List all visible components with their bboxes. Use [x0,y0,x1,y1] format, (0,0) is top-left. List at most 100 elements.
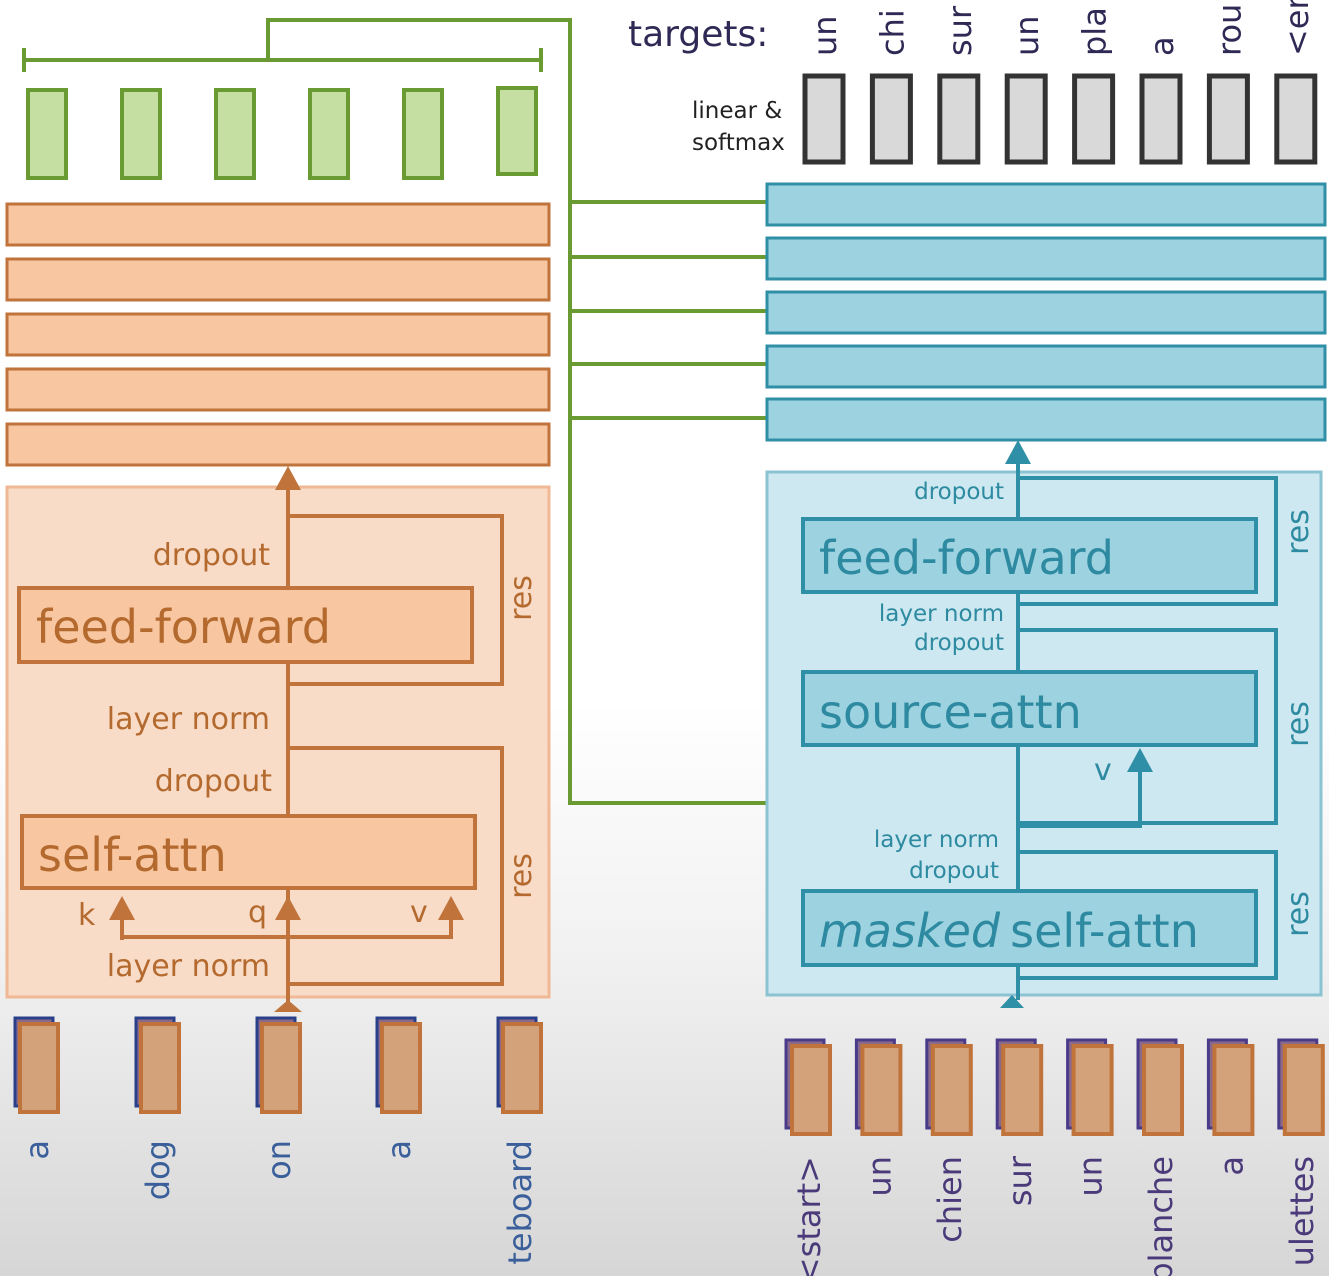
token-embedding [380,1022,422,1114]
decoder-stack-layer [765,290,1327,335]
token-embedding [860,1044,903,1136]
decoder-layer-norm-1: layer norm [879,601,1004,627]
encoder-self-attn-label: self-attn [38,828,227,882]
output-prob-box [1139,73,1183,165]
decoder-res-2: res [1281,701,1316,747]
encoder-self-attn-box [20,814,477,890]
decoder-res-1: res [1281,509,1316,555]
target-token: un [806,15,844,56]
encoder-dropout-top: dropout [153,538,270,573]
encoder-input-token: on [260,1140,298,1180]
output-prob-box [1206,73,1250,165]
output-probabilities [802,73,1318,165]
decoder-stack-layer [765,344,1327,389]
target-token: un [1008,15,1046,56]
encoder-input-token: dog [139,1140,177,1200]
encoder-res-bottom: res [504,853,539,899]
memory-wiring [22,18,1000,805]
memory-vector [120,88,162,180]
target-token: sur [941,5,979,56]
output-prob-box [1274,73,1318,165]
output-prob-box [869,73,913,165]
decoder-input-token: ulettes [1283,1156,1321,1266]
encoder-input-token: teboard [501,1140,539,1265]
linear-softmax-label-2: softmax [692,130,785,156]
encoder-stack-layer [5,422,551,467]
encoder-q-label: q [248,895,267,930]
encoder-layer-norm-bottom: layer norm [107,949,270,984]
decoder-dropout-1: dropout [914,630,1004,656]
encoder-input-tokens: a dog on a teboard [13,1016,543,1265]
memory-vector [496,86,538,176]
encoder-v-label: v [410,895,428,930]
output-prob-box [802,73,846,165]
targets-label: targets: [628,14,768,55]
decoder-dropout-2: dropout [909,858,999,884]
decoder-input-token: sur [1001,1155,1039,1206]
token-embedding [790,1044,832,1136]
decoder-stack-layer [765,236,1327,281]
target-token: rou [1210,4,1248,56]
decoder-input-token: planche [1142,1156,1180,1276]
token-embedding [1071,1044,1114,1136]
encoder-feed-forward-label: feed-forward [36,600,331,654]
memory-vector [308,88,350,180]
decoder-res-3: res [1281,891,1316,937]
token-embedding [1212,1044,1255,1136]
target-token: chi [873,9,911,56]
token-embedding [1282,1044,1325,1136]
encoder-arrowheads [109,466,464,1012]
decoder-input-token: a [1212,1156,1250,1176]
token-embedding [139,1022,181,1114]
encoder-dropout-mid: dropout [155,764,272,799]
decoder-dropout-top: dropout [914,479,1004,505]
decoder-source-attn-label: source-attn [819,685,1082,739]
encoder-stack-layer [5,312,551,357]
decoder-layer-norm-2: layer norm [874,827,999,853]
decoder-feed-forward-box [801,517,1258,594]
target-token: a [1143,36,1181,56]
decoder-masked-self-attn-box [801,889,1258,967]
encoder-input-token: a [18,1140,56,1160]
decoder-stack-layer [765,397,1327,442]
memory-vector [402,88,444,180]
decoder-wiring [1016,462,1278,1000]
decoder-source-attn-box [801,670,1258,747]
encoder-block: feed-forward self-attn dropout layer nor… [5,202,551,1012]
output-prob-box [937,73,981,165]
decoder-input-token: <start> [790,1156,828,1276]
token-embedding [501,1022,543,1114]
decoder-feed-forward-label: feed-forward [819,531,1114,585]
linear-softmax-label-1: linear & [692,98,782,124]
target-token: <er [1278,0,1316,56]
encoder-stack-layer [5,257,551,302]
decoder-stack-layer [765,182,1327,227]
encoder-feed-forward-box [17,586,474,664]
encoder-res-top: res [504,575,539,621]
memory-vector [26,88,68,180]
memory-vector [214,88,256,180]
encoder-stack-layer [5,367,551,412]
output-prob-box [1004,73,1048,165]
token-embedding [18,1022,60,1114]
decoder-input-token: un [1072,1156,1110,1197]
decoder-v-label: v [1094,753,1112,788]
target-token: pla [1076,7,1114,56]
token-embedding [1001,1044,1044,1136]
encoder-k-label: k [78,898,96,933]
encoder-stack-layer [5,202,551,247]
encoder-memory: k q [22,18,1011,805]
token-embedding [930,1044,973,1136]
output-prob-box [1072,73,1116,165]
encoder-input-token: a [380,1140,418,1160]
encoder-layer-norm-mid: layer norm [107,702,270,737]
token-embedding [1142,1044,1184,1136]
decoder-input-token: un [860,1156,898,1197]
token-embedding [260,1022,302,1114]
